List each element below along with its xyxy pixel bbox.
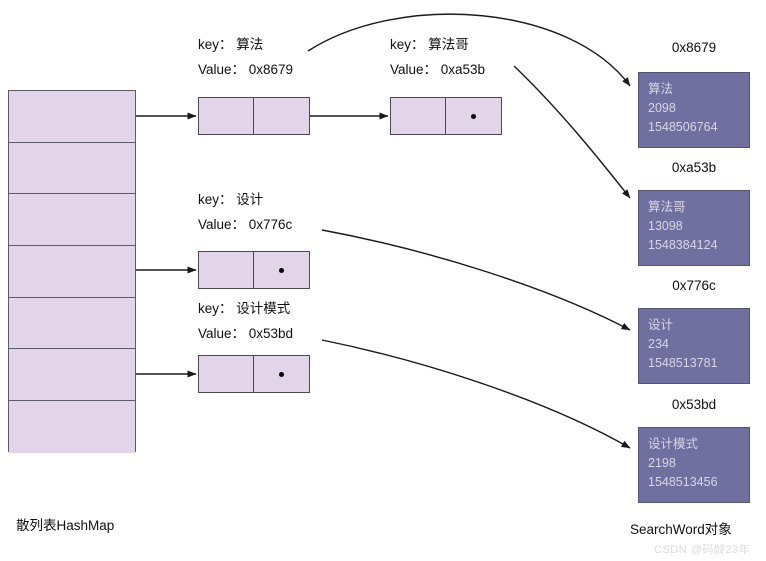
hash-slot-2[interactable] [9, 194, 135, 247]
object-address-8679: 0x8679 [671, 40, 717, 55]
entry-value-sheji: Value： 0x776c [198, 217, 293, 232]
hash-slot-4[interactable] [9, 297, 135, 350]
hash-table [8, 90, 136, 453]
node-data-cell [199, 252, 254, 288]
node-next-cell [446, 98, 501, 134]
csdn-watermark: CSDN @码龄23年 [654, 544, 751, 556]
object-field-count: 2198 [648, 456, 676, 470]
list-node-shejimoshi[interactable] [198, 355, 310, 393]
entry-caption-suanfa: key： 算法 Value： 0x8679 [198, 32, 293, 82]
entry-value-shejimoshi: Value： 0x53bd [198, 326, 294, 341]
edge-value53bd-to-obj53bd [321, 339, 631, 449]
hash-slot-1[interactable] [9, 142, 135, 195]
node-data-cell [391, 98, 446, 134]
object-address-776c: 0x776c [672, 278, 716, 293]
entry-key-shejimoshi: key： 设计模式 [198, 301, 291, 316]
object-box-53bd[interactable]: 设计模式 2198 1548513456 [638, 427, 750, 503]
hash-table-caption: 散列表HashMap [16, 518, 115, 533]
null-pointer-dot-icon [471, 113, 476, 119]
entry-caption-sheji: key： 设计 Value： 0x776c [198, 187, 292, 237]
node-next-cell [254, 252, 309, 288]
entry-caption-suanfage: key： 算法哥 Value： 0xa53b [390, 32, 485, 82]
entry-key-sheji: key： 设计 [198, 192, 264, 207]
list-node-suanfa[interactable] [198, 97, 310, 135]
object-field-word: 算法哥 [648, 200, 686, 214]
node-data-cell [199, 356, 254, 392]
object-box-a53b[interactable]: 算法哥 13098 1548384124 [638, 190, 750, 266]
object-address-53bd: 0x53bd [671, 397, 717, 412]
null-pointer-dot-icon [279, 371, 284, 377]
entry-caption-shejimoshi: key： 设计模式 Value： 0x53bd [198, 296, 293, 346]
object-field-count: 13098 [648, 219, 683, 233]
entry-value-suanfage: Value： 0xa53b [390, 62, 486, 77]
object-field-word: 设计 [648, 318, 674, 332]
object-field-word: 设计模式 [648, 437, 699, 451]
object-field-id: 1548506764 [648, 120, 718, 134]
node-data-cell [199, 98, 254, 134]
hash-slot-0[interactable] [9, 91, 135, 143]
entry-value-suanfa: Value： 0x8679 [198, 62, 294, 77]
object-box-8679[interactable]: 算法 2098 1548506764 [638, 72, 750, 148]
null-pointer-dot-icon [279, 267, 284, 273]
list-node-sheji[interactable] [198, 251, 310, 289]
object-field-count: 2098 [648, 101, 676, 115]
entry-key-suanfage: key： 算法哥 [390, 37, 469, 52]
object-box-776c[interactable]: 设计 234 1548513781 [638, 308, 750, 384]
object-address-a53b: 0xa53b [671, 160, 717, 175]
object-field-word: 算法 [648, 82, 674, 96]
hash-slot-6[interactable] [9, 401, 135, 453]
entry-key-suanfa: key： 算法 [198, 37, 264, 52]
edge-value776c-to-obj776c [321, 229, 631, 331]
edge-valuea53b-to-obja53b [513, 65, 631, 199]
searchword-objects-caption: SearchWord对象 [630, 522, 732, 537]
object-field-id: 1548384124 [648, 238, 718, 252]
hash-slot-5[interactable] [9, 349, 135, 402]
object-field-count: 234 [648, 337, 669, 351]
object-field-id: 1548513456 [648, 475, 718, 489]
list-node-suanfage[interactable] [390, 97, 502, 135]
object-field-id: 1548513781 [648, 356, 718, 370]
hash-slot-3[interactable] [9, 246, 135, 298]
node-next-cell [254, 98, 309, 134]
node-next-cell [254, 356, 309, 392]
